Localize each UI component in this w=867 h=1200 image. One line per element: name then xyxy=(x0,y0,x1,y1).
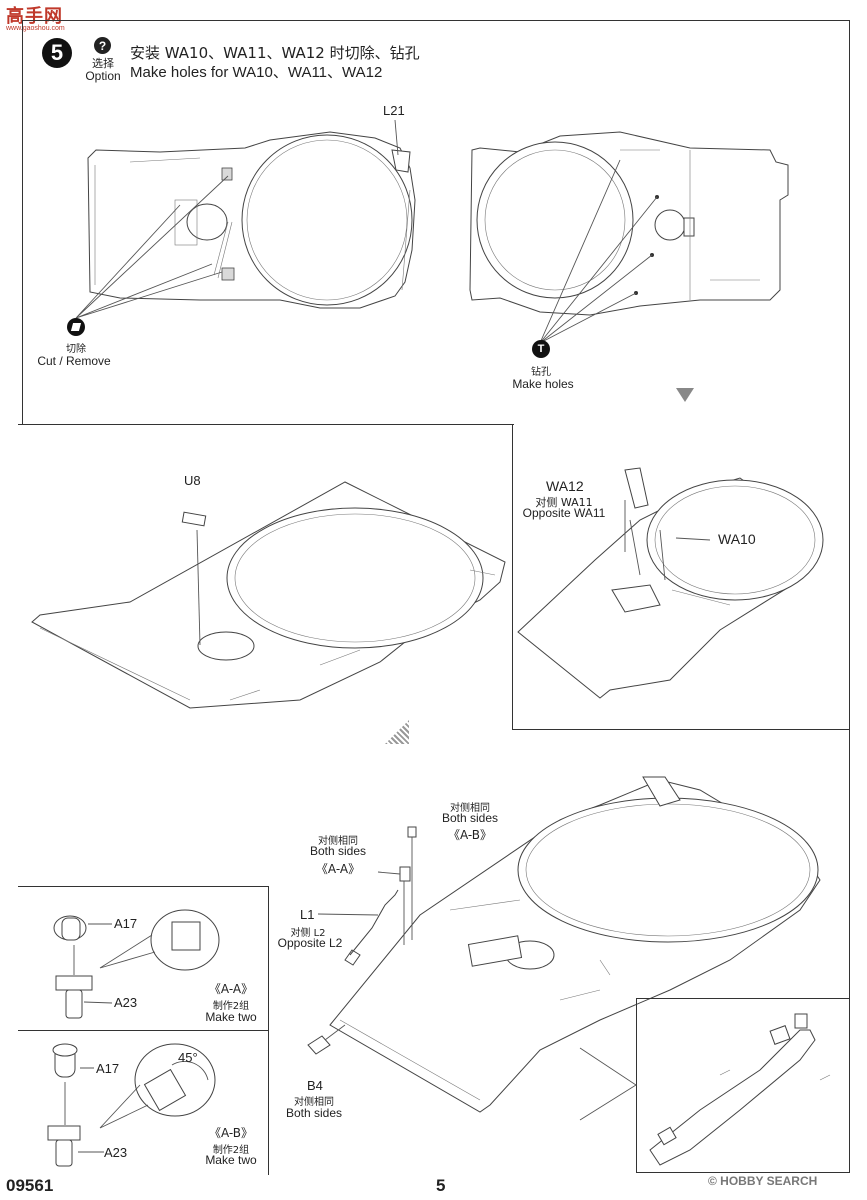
section-frame-mid-bottom xyxy=(512,729,850,731)
aa-detail-ref: 《A-A》 xyxy=(208,982,254,996)
part-label-l21: L21 xyxy=(383,103,405,118)
option-icon: ? xyxy=(94,37,111,54)
part-label-wa12: WA12 xyxy=(546,478,584,494)
drill-glyph: T xyxy=(537,343,545,355)
drill-label-en: Make holes xyxy=(512,377,574,391)
cut-label-en: Cut / Remove xyxy=(37,354,111,368)
section-frame-mid-right xyxy=(512,424,514,730)
aa-ref: 《A-A》 xyxy=(315,862,361,876)
bottom-main-plate xyxy=(329,776,821,1113)
aa-make-cn: 制作2组 xyxy=(212,1001,250,1012)
ab-a17-label: A17 xyxy=(96,1061,120,1076)
part-label-wa10: WA10 xyxy=(718,531,756,547)
page-top-rule xyxy=(22,20,850,22)
inset-detail-frame xyxy=(636,998,850,1173)
part-label-b4: B4 xyxy=(307,1078,323,1093)
watermark-logo: 高手网 www.gaoshou.com xyxy=(2,2,72,36)
detail-aa-frame xyxy=(18,886,269,1031)
drill-label-cn: 钻孔 xyxy=(531,367,551,378)
b4-label-cn: 对侧相同 xyxy=(294,1097,334,1108)
ab-ref: 《A-B》 xyxy=(447,828,493,842)
ab-detail-ref: 《A-B》 xyxy=(208,1126,254,1140)
drill-icon: T xyxy=(532,340,550,358)
ab-make-en: Make two xyxy=(205,1153,257,1167)
l2-label-cn: 对侧 L2 xyxy=(290,928,326,939)
aa-make-en: Make two xyxy=(205,1010,257,1024)
ab-angle-label: 45° xyxy=(178,1050,198,1065)
ab-a23-label: A23 xyxy=(104,1145,128,1160)
l2-label-en: Opposite L2 xyxy=(277,936,343,950)
ab-make-cn: 制作2组 xyxy=(212,1145,250,1156)
footer-page-number: 5 xyxy=(436,1176,446,1195)
step-badge: 5 xyxy=(42,38,72,68)
option-label-cn: 选择 xyxy=(92,57,114,70)
step-number: 5 xyxy=(50,40,64,65)
aa-a17-label: A17 xyxy=(114,916,138,931)
section-frame-mid-left xyxy=(18,424,514,426)
watermark-url: www.gaoshou.com xyxy=(6,25,65,32)
watermark-text: 高手网 xyxy=(6,6,63,27)
detail-ab-frame xyxy=(18,1030,269,1175)
aa-label-cn: 对侧相同 xyxy=(318,836,358,847)
top-left-plate xyxy=(75,131,416,319)
aa-label-en: Both sides xyxy=(309,844,367,858)
cut-label-cn: 切除 xyxy=(66,344,86,355)
header-title-en: Make holes for WA10、WA11、WA12 xyxy=(130,64,383,81)
part-label-l1: L1 xyxy=(300,907,315,922)
page-right-rule xyxy=(849,20,851,1170)
wa11-label-en: Opposite WA11 xyxy=(522,506,606,520)
footer-credit: © HOBBY SEARCH xyxy=(708,1174,818,1188)
header-title-cn: 安装 WA10、WA11、WA12 时切除、钻孔 xyxy=(130,44,420,62)
flow-arrow-down-icon xyxy=(676,388,694,402)
page-left-rule xyxy=(22,20,24,425)
footer-code: 09561 xyxy=(6,1176,54,1195)
question-mark-glyph: ? xyxy=(98,38,107,53)
mid-left-plate xyxy=(31,481,506,709)
part-label-u8: U8 xyxy=(184,473,201,488)
ab-label-en: Both sides xyxy=(441,811,499,825)
mid-right-plate xyxy=(517,467,824,699)
top-right-plate xyxy=(469,131,789,344)
ab-label-cn: 对侧相同 xyxy=(450,803,490,814)
option-label-en: Option xyxy=(85,69,121,83)
wa11-label-cn: 对侧 WA11 xyxy=(535,496,593,509)
cut-icon xyxy=(67,318,85,336)
b4-label-en: Both sides xyxy=(285,1106,343,1120)
aa-a23-label: A23 xyxy=(114,995,138,1010)
